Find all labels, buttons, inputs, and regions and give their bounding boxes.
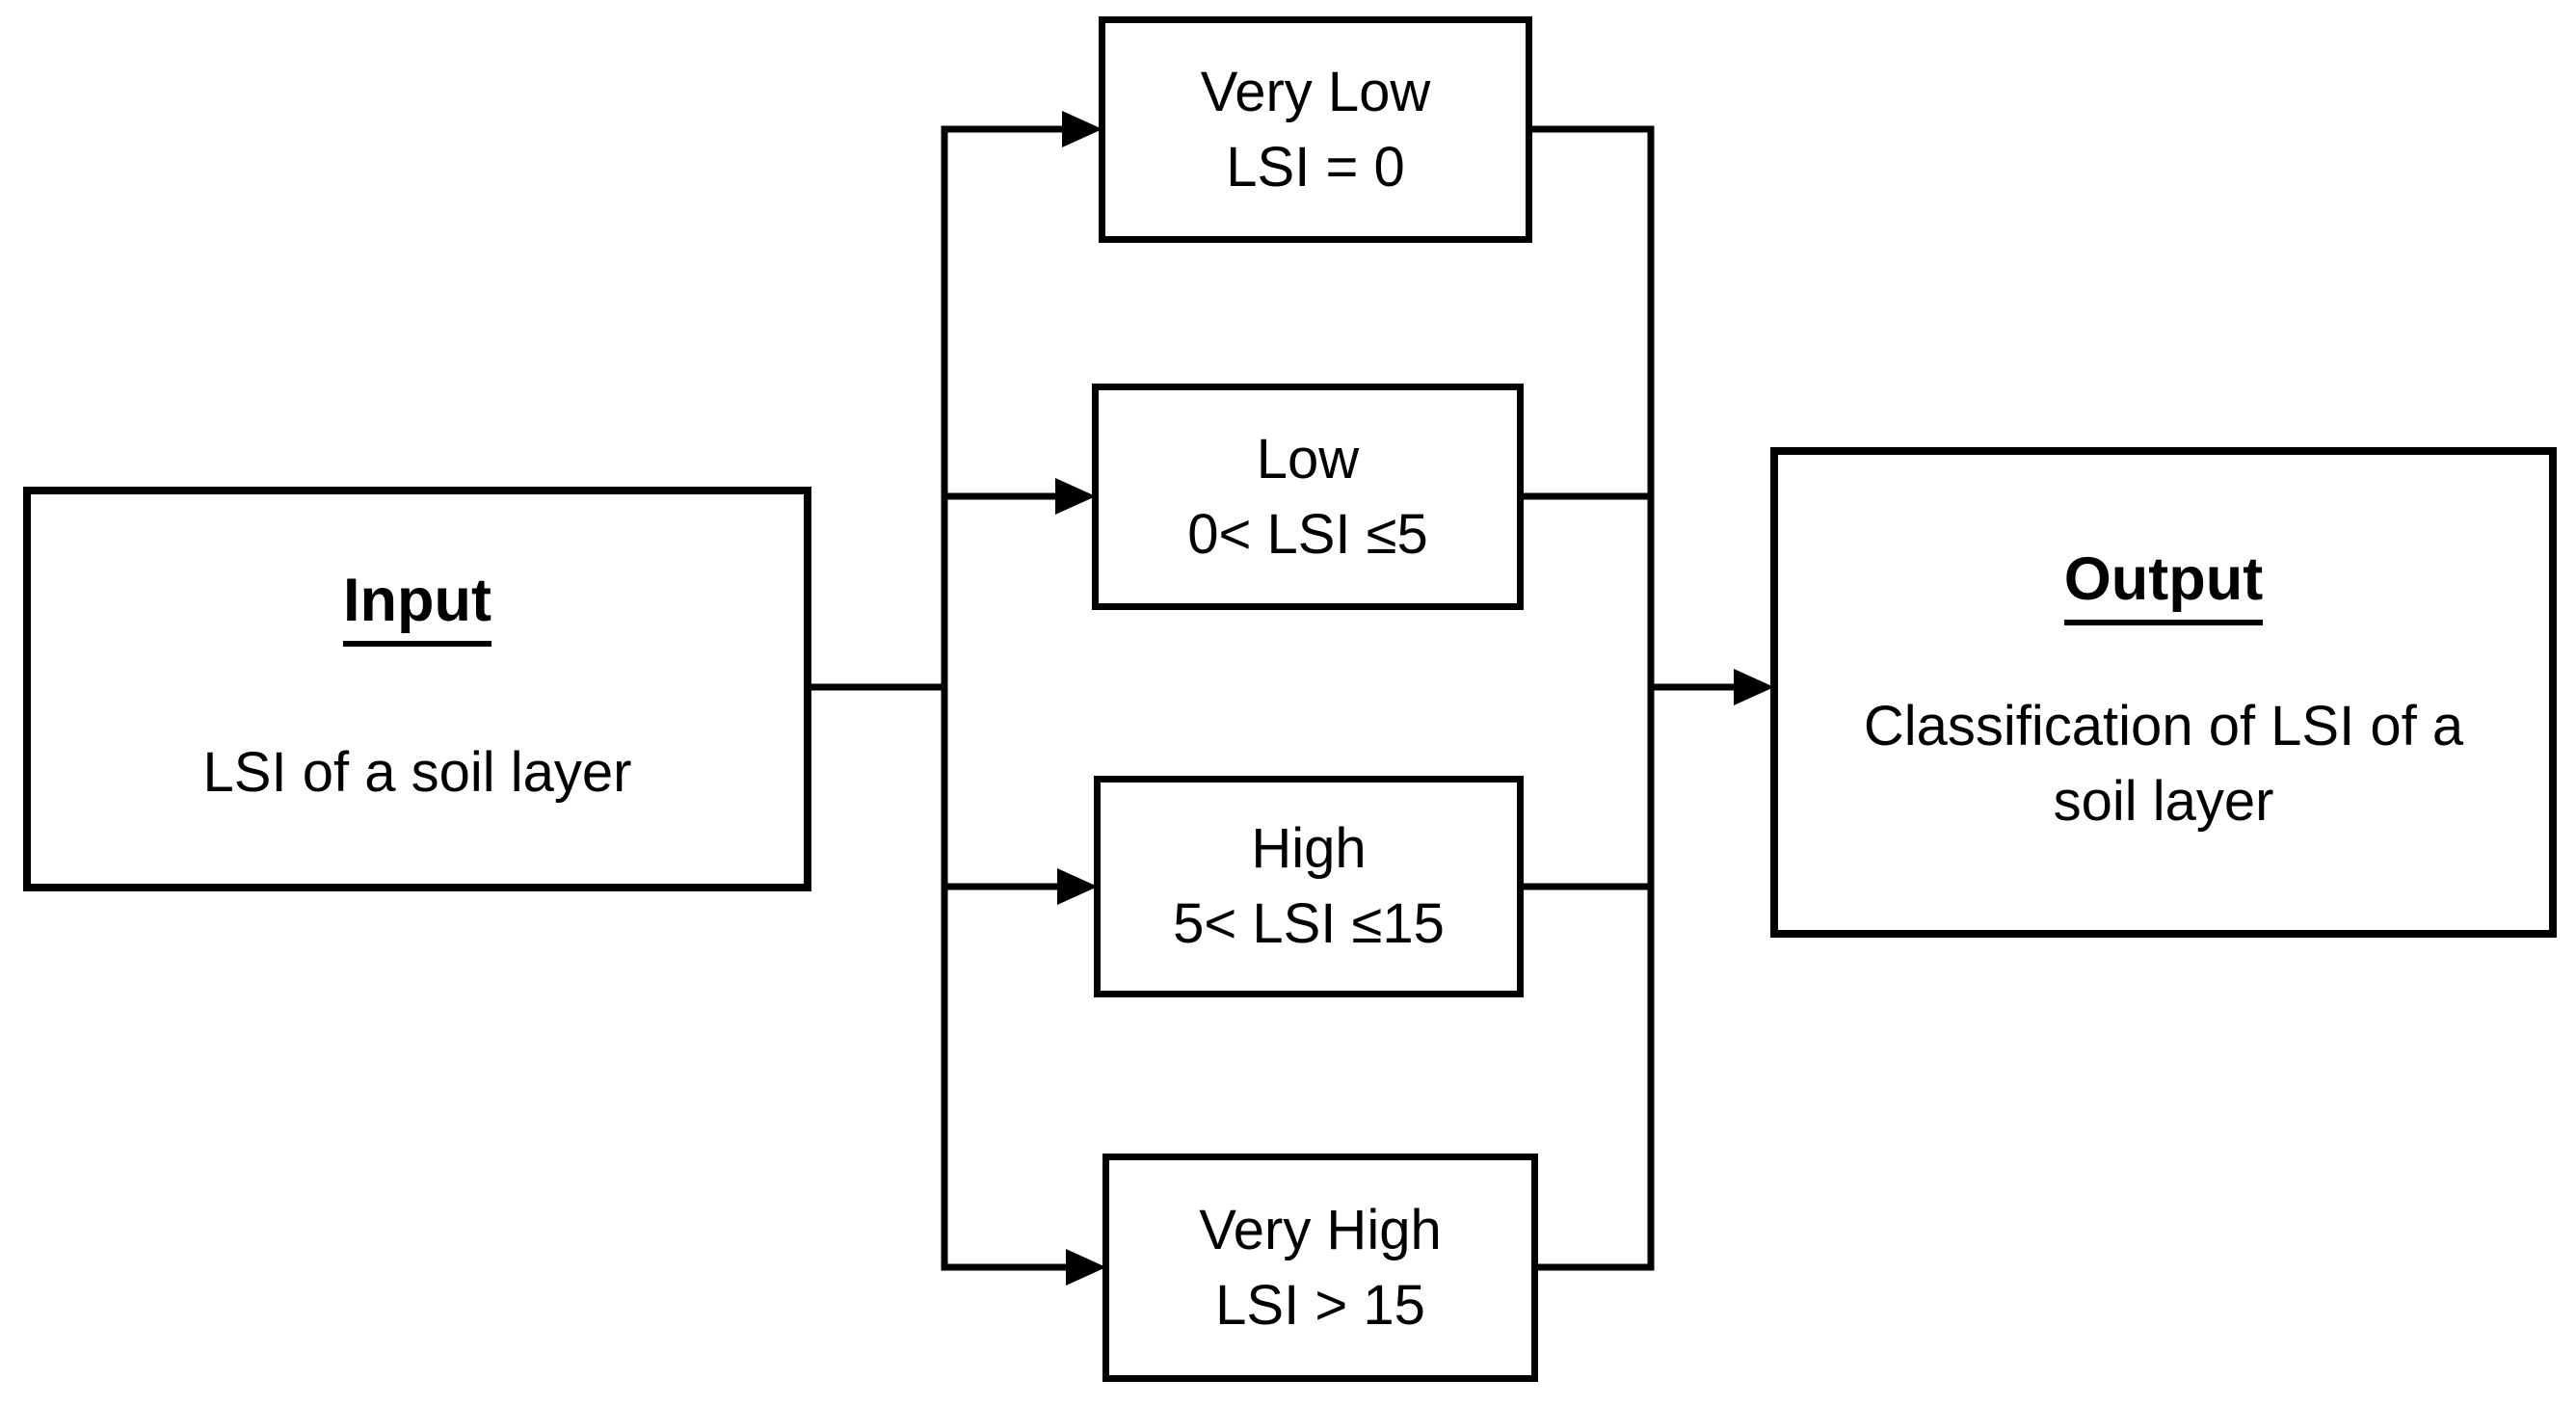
- category-label: High: [1251, 817, 1367, 881]
- arrowhead-very-high: [1066, 1249, 1106, 1286]
- category-label: Low: [1256, 427, 1360, 491]
- input-body: LSI of a soil layer: [202, 741, 632, 805]
- output-box: Output Classification of LSI of a soil l…: [1770, 447, 2557, 938]
- arrowhead-very-low: [1062, 111, 1102, 147]
- category-box-very-low: Very Low LSI = 0: [1099, 16, 1532, 243]
- category-label: Very Low: [1200, 60, 1431, 123]
- output-body: Classification of LSI of a soil layer: [1864, 689, 2463, 838]
- category-condition: 0< LSI ≤5: [1187, 502, 1428, 566]
- category-box-low: Low 0< LSI ≤5: [1092, 384, 1524, 610]
- category-condition: 5< LSI ≤15: [1173, 892, 1445, 955]
- output-body-line-2: soil layer: [2053, 769, 2274, 833]
- category-label: Very High: [1199, 1198, 1442, 1261]
- output-heading: Output: [2063, 545, 2264, 625]
- category-box-very-high: Very High LSI > 15: [1102, 1154, 1538, 1382]
- category-box-high: High 5< LSI ≤15: [1094, 776, 1524, 997]
- category-condition: LSI = 0: [1226, 135, 1405, 199]
- arrowhead-high: [1057, 868, 1098, 905]
- category-condition: LSI > 15: [1215, 1273, 1425, 1337]
- input-heading: Input: [343, 567, 491, 648]
- arrowhead-low: [1055, 478, 1096, 515]
- output-body-line-1: Classification of LSI of a: [1863, 694, 2464, 757]
- input-box: Input LSI of a soil layer: [23, 487, 811, 891]
- arrowhead-output: [1734, 669, 1774, 705]
